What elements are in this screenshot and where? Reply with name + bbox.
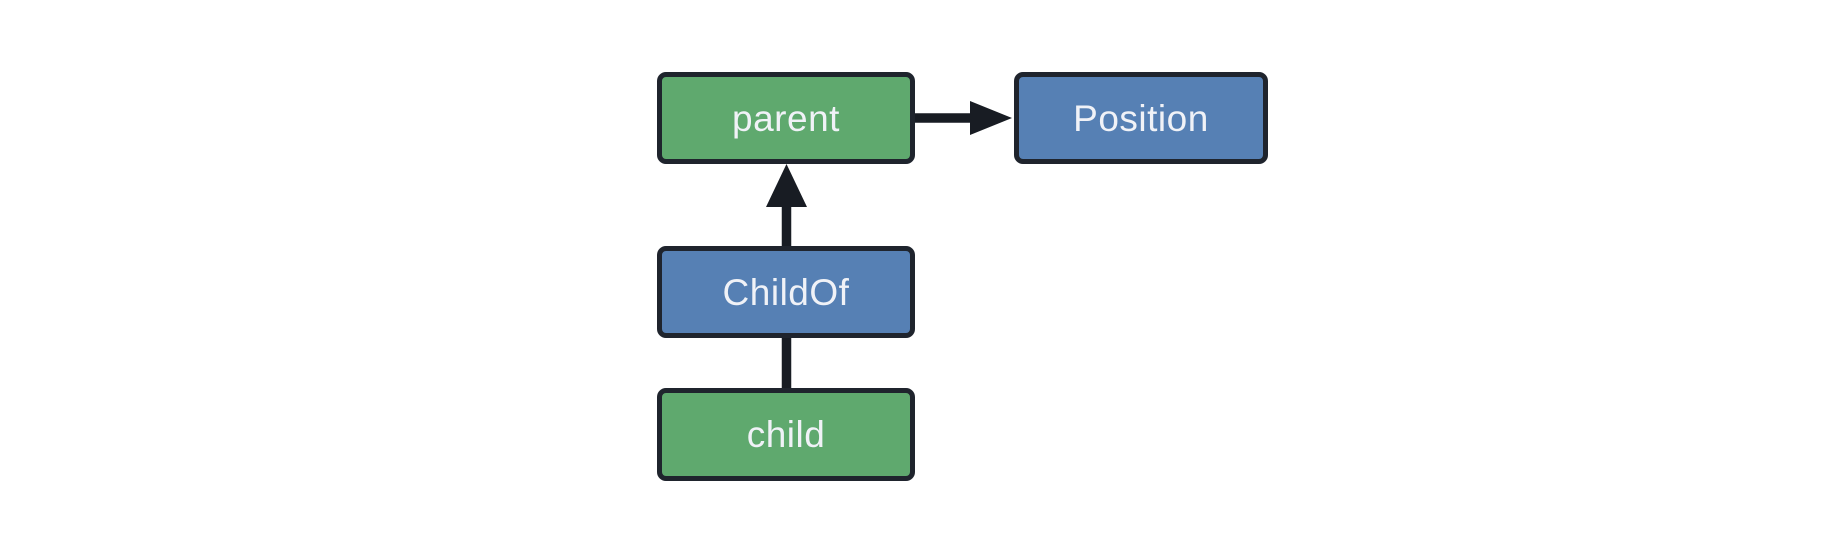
arrow-childof-to-parent [766,164,807,248]
node-child: child [657,388,915,481]
arrowhead-right-icon [970,101,1012,135]
node-position: Position [1014,72,1268,164]
node-position-label: Position [1073,97,1209,139]
arrowhead-up-icon [766,164,807,207]
node-child-label: child [746,414,826,455]
arrow-parent-to-position [913,101,1012,135]
node-childof-label: ChildOf [722,271,850,313]
node-childof: ChildOf [657,246,915,338]
node-parent-label: parent [732,97,840,139]
node-parent: parent [657,72,915,164]
